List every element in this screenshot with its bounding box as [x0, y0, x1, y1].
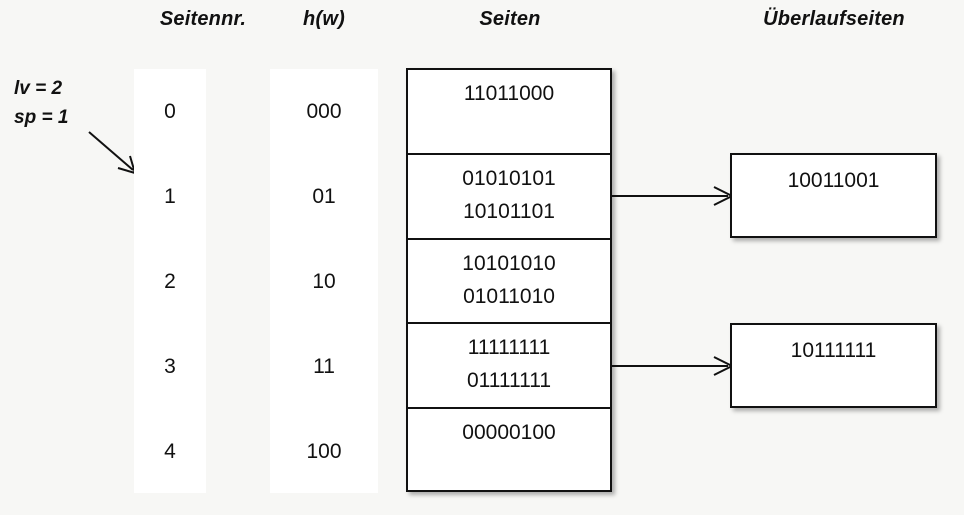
page-row: 01010101 10101101 [408, 155, 610, 240]
column-header-hash: h(w) [303, 8, 345, 30]
page-entry: 01011010 [463, 284, 555, 308]
hash-value-column: 000 01 10 11 100 [270, 69, 378, 493]
arrow-right-icon [610, 186, 734, 206]
parameter-sp: sp = 1 [14, 107, 69, 128]
column-header-pages: Seiten [479, 8, 541, 30]
page-row: 11011000 [408, 70, 610, 155]
page-row: 00000100 [408, 409, 610, 494]
page-number-cell: 1 [164, 185, 176, 208]
overflow-entry: 10011001 [787, 169, 880, 192]
column-header-page-number: Seitennr. [159, 8, 247, 30]
page-number-cell: 2 [164, 270, 176, 293]
hash-value-cell: 000 [306, 100, 342, 123]
page-entry: 01010101 [462, 166, 556, 190]
overflow-entry: 10111111 [790, 339, 877, 362]
hash-value-cell: 100 [306, 440, 342, 463]
page-entry: 10101010 [462, 251, 556, 275]
overflow-page-box: 10011001 [730, 153, 937, 238]
page-row: 11111111 01111111 [408, 324, 610, 410]
overflow-page-box: 10111111 [730, 323, 937, 408]
hash-value-cell: 01 [312, 185, 336, 208]
page-entry: 10101101 [463, 199, 555, 223]
page-entry: 11111111 [467, 336, 551, 360]
page-number-cell: 3 [164, 355, 176, 378]
column-header-overflow-pages: Überlaufseiten [763, 8, 905, 30]
page-number-cell: 4 [164, 440, 176, 463]
hash-value-cell: 10 [312, 270, 336, 293]
page-row: 10101010 01011010 [408, 240, 610, 325]
parameter-lv: lv = 2 [14, 78, 63, 99]
pages-table: 11011000 01010101 10101101 10101010 0101… [406, 68, 612, 492]
page-entry: 01111111 [466, 369, 552, 393]
parameter-annotations: lv = 2 sp = 1 [14, 74, 68, 132]
arrow-right-icon [610, 356, 734, 376]
page-number-column: 0 1 2 3 4 [134, 69, 206, 493]
page-entry: 11011000 [463, 82, 555, 105]
hash-value-cell: 11 [313, 355, 335, 378]
page-entry: 00000100 [462, 421, 556, 445]
page-number-cell: 0 [164, 100, 176, 123]
